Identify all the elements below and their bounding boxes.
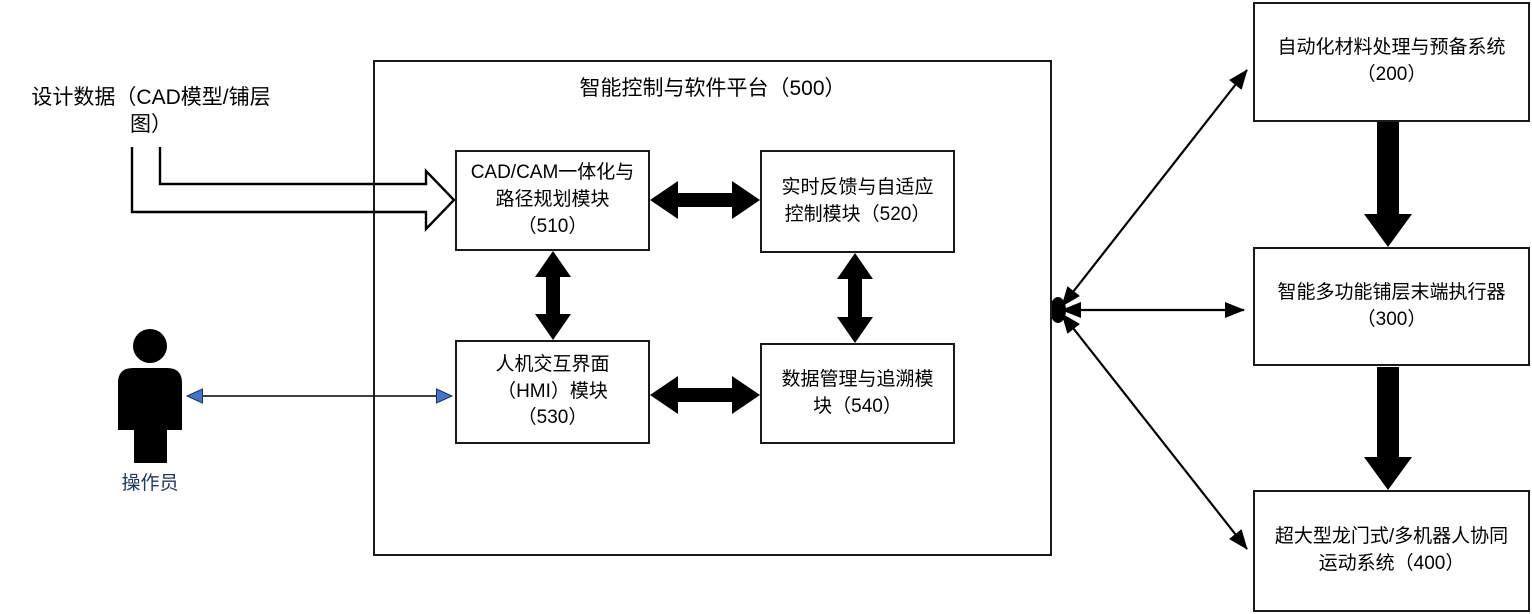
link-platform-400 bbox=[1061, 313, 1248, 550]
arrow-300-400 bbox=[1364, 367, 1412, 490]
arrow-200-300 bbox=[1364, 122, 1412, 247]
design-data-label: 设计数据（CAD模型/铺层 图） bbox=[31, 86, 271, 137]
platform-title: 智能控制与软件平台（500） bbox=[579, 77, 846, 100]
module-datamgmt-box: 数据管理与追溯模 块（540） bbox=[760, 343, 955, 444]
design-data-arrow bbox=[130, 147, 456, 232]
system-gantry-box: 超大型龙门式/多机器人协同 运动系统（400） bbox=[1253, 490, 1530, 612]
system-material-box: 自动化材料处理与预备系统 （200） bbox=[1253, 2, 1530, 122]
arrow-510-530 bbox=[535, 251, 571, 340]
module-cadcam-box: CAD/CAM一体化与 路径规划模块 （510） bbox=[455, 150, 650, 251]
system-endeffector-box: 智能多功能铺层末端执行器 （300） bbox=[1253, 247, 1530, 366]
link-platform-200 bbox=[1061, 69, 1248, 307]
arrow-520-540 bbox=[837, 253, 873, 343]
arrow-530-540 bbox=[650, 376, 760, 414]
arrow-510-520 bbox=[650, 181, 760, 219]
module-feedback-box: 实时反馈与自适应 控制模块（520） bbox=[760, 150, 955, 253]
operator-label: 操作员 bbox=[121, 473, 179, 494]
platform-box bbox=[373, 60, 1052, 556]
module-hmi-box: 人机交互界面 （HMI）模块 （530） bbox=[455, 340, 650, 444]
operator-icon bbox=[118, 329, 182, 463]
